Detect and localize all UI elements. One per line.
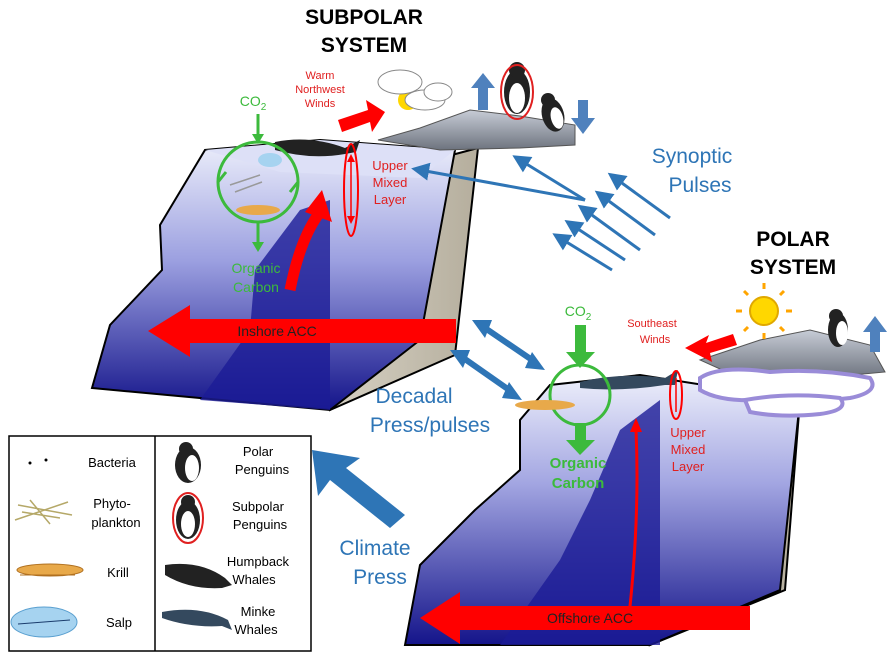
co2-label-polar: CO2	[565, 303, 592, 323]
warm-winds-arrow	[338, 100, 385, 132]
offshore-acc-label: Offshore ACC	[547, 610, 633, 626]
polar-title: POLAR SYSTEM	[750, 228, 836, 279]
legend-bacteria: Bacteria	[88, 455, 136, 470]
salp-icon	[10, 606, 78, 638]
subpolar-title-line1: SUBPOLAR	[305, 6, 423, 29]
warm-winds-label: Warm Northwest Winds	[295, 70, 345, 110]
svg-text:Organic: Organic	[550, 455, 607, 472]
co2-arrow-polar	[566, 325, 595, 455]
svg-text:Southeast: Southeast	[627, 318, 677, 330]
minke-whale-legend-icon	[162, 609, 232, 630]
legend-left-labels: Bacteria Phyto- plankton Krill Salp	[88, 455, 140, 630]
legend-phytoplankton-1: Phyto-	[93, 496, 131, 511]
inshore-acc-label: Inshore ACC	[237, 323, 316, 339]
polar-title-line2: SYSTEM	[750, 256, 836, 279]
subpolar-mixed-layer	[343, 143, 359, 237]
organic-carbon-label-subpolar: Organic Carbon	[231, 260, 280, 295]
legend-krill: Krill	[107, 565, 129, 580]
southeast-winds-arrow	[685, 334, 737, 362]
svg-text:Pulses: Pulses	[668, 174, 731, 197]
synoptic-label: Synoptic Pulses	[652, 145, 733, 197]
svg-text:Mixed: Mixed	[671, 442, 706, 457]
svg-text:CO2: CO2	[565, 303, 592, 323]
humpback-whale-legend-icon	[165, 563, 232, 589]
svg-text:Synoptic: Synoptic	[652, 145, 733, 168]
organic-carbon-label-polar: Organic Carbon	[550, 455, 607, 492]
upper-mixed-layer-label-polar: Upper Mixed Layer	[670, 425, 706, 474]
legend-salp: Salp	[106, 615, 132, 630]
krill-icon	[16, 563, 84, 577]
subpolar-upwelling-arrow	[284, 190, 332, 292]
decadal-label: Decadal Press/pulses	[370, 385, 490, 437]
legend-minke-2: Whales	[234, 622, 278, 637]
humpback-whale-icon	[275, 139, 360, 157]
svg-text:Warm: Warm	[306, 70, 335, 82]
polar-title-line1: POLAR	[756, 228, 830, 251]
svg-text:Decadal: Decadal	[375, 385, 452, 408]
subpolar-title: SUBPOLAR SYSTEM	[305, 6, 423, 57]
upper-mixed-layer-label-subpolar: Upper Mixed Layer	[372, 158, 408, 207]
population-arrows-subpolar	[471, 73, 595, 134]
legend	[8, 435, 312, 652]
svg-text:Layer: Layer	[374, 192, 407, 207]
svg-text:Winds: Winds	[640, 334, 671, 346]
subpolar-title-line2: SYSTEM	[321, 34, 407, 57]
polar-upwelling-arrow	[626, 418, 642, 626]
phytoplankton-icon	[14, 499, 73, 525]
legend-subpolar-penguins-2: Penguins	[233, 517, 288, 532]
synoptic-pulse-arrows	[411, 155, 671, 272]
bacteria-icon	[28, 458, 48, 465]
svg-text:Carbon: Carbon	[233, 279, 279, 295]
legend-minke-1: Minke	[241, 604, 276, 619]
subpolar-penguin-legend-icon	[172, 492, 204, 544]
legend-humpback-2: Whales	[232, 572, 276, 587]
subpolar-penguin-icon	[500, 62, 534, 120]
svg-text:Northwest: Northwest	[295, 84, 345, 96]
subpolar-block	[90, 138, 480, 412]
polar-deep-channel	[500, 400, 660, 645]
inshore-acc-arrow[interactable]	[148, 305, 456, 357]
svg-text:Carbon: Carbon	[552, 475, 605, 492]
svg-text:Mixed: Mixed	[373, 175, 408, 190]
legend-phytoplankton-2: plankton	[91, 515, 140, 530]
svg-text:Organic: Organic	[231, 260, 280, 276]
legend-right-labels: Polar Penguins Subpolar Penguins Humpbac…	[227, 444, 290, 637]
svg-text:Upper: Upper	[372, 158, 408, 173]
polar-mixed-layer	[669, 370, 683, 420]
legend-polar-penguins-1: Polar	[243, 444, 274, 459]
offshore-acc-arrow[interactable]	[420, 592, 750, 644]
climate-press-arrow	[312, 450, 405, 528]
legend-polar-penguins-2: Penguins	[235, 462, 290, 477]
svg-text:CO2: CO2	[240, 93, 267, 113]
polar-penguin-icon	[828, 309, 848, 347]
svg-text:Upper: Upper	[670, 425, 706, 440]
subpolar-island	[377, 109, 576, 151]
legend-subpolar-penguins-1: Subpolar	[232, 499, 285, 514]
sun-icon	[736, 283, 792, 339]
polar-penguin-legend-icon	[175, 442, 201, 483]
co2-label-subpolar: CO2	[240, 93, 267, 113]
svg-text:Press/pulses: Press/pulses	[370, 414, 490, 437]
cloud-sun-icon	[377, 69, 453, 111]
minke-whale-icon	[580, 370, 678, 390]
population-arrow-polar	[863, 316, 887, 352]
subpolar-water-top	[205, 140, 455, 178]
co2-arrow-subpolar	[216, 114, 300, 252]
climate-label: Climate Press	[339, 537, 410, 589]
legend-humpback-1: Humpback	[227, 554, 290, 569]
svg-text:Layer: Layer	[672, 459, 705, 474]
svg-text:Press: Press	[353, 566, 407, 589]
svg-text:Winds: Winds	[305, 98, 336, 110]
decadal-arrows	[450, 320, 545, 400]
polar-penguin-icon	[541, 93, 565, 132]
svg-text:Climate: Climate	[339, 537, 410, 560]
southeast-winds-label: Southeast Winds	[627, 318, 677, 346]
